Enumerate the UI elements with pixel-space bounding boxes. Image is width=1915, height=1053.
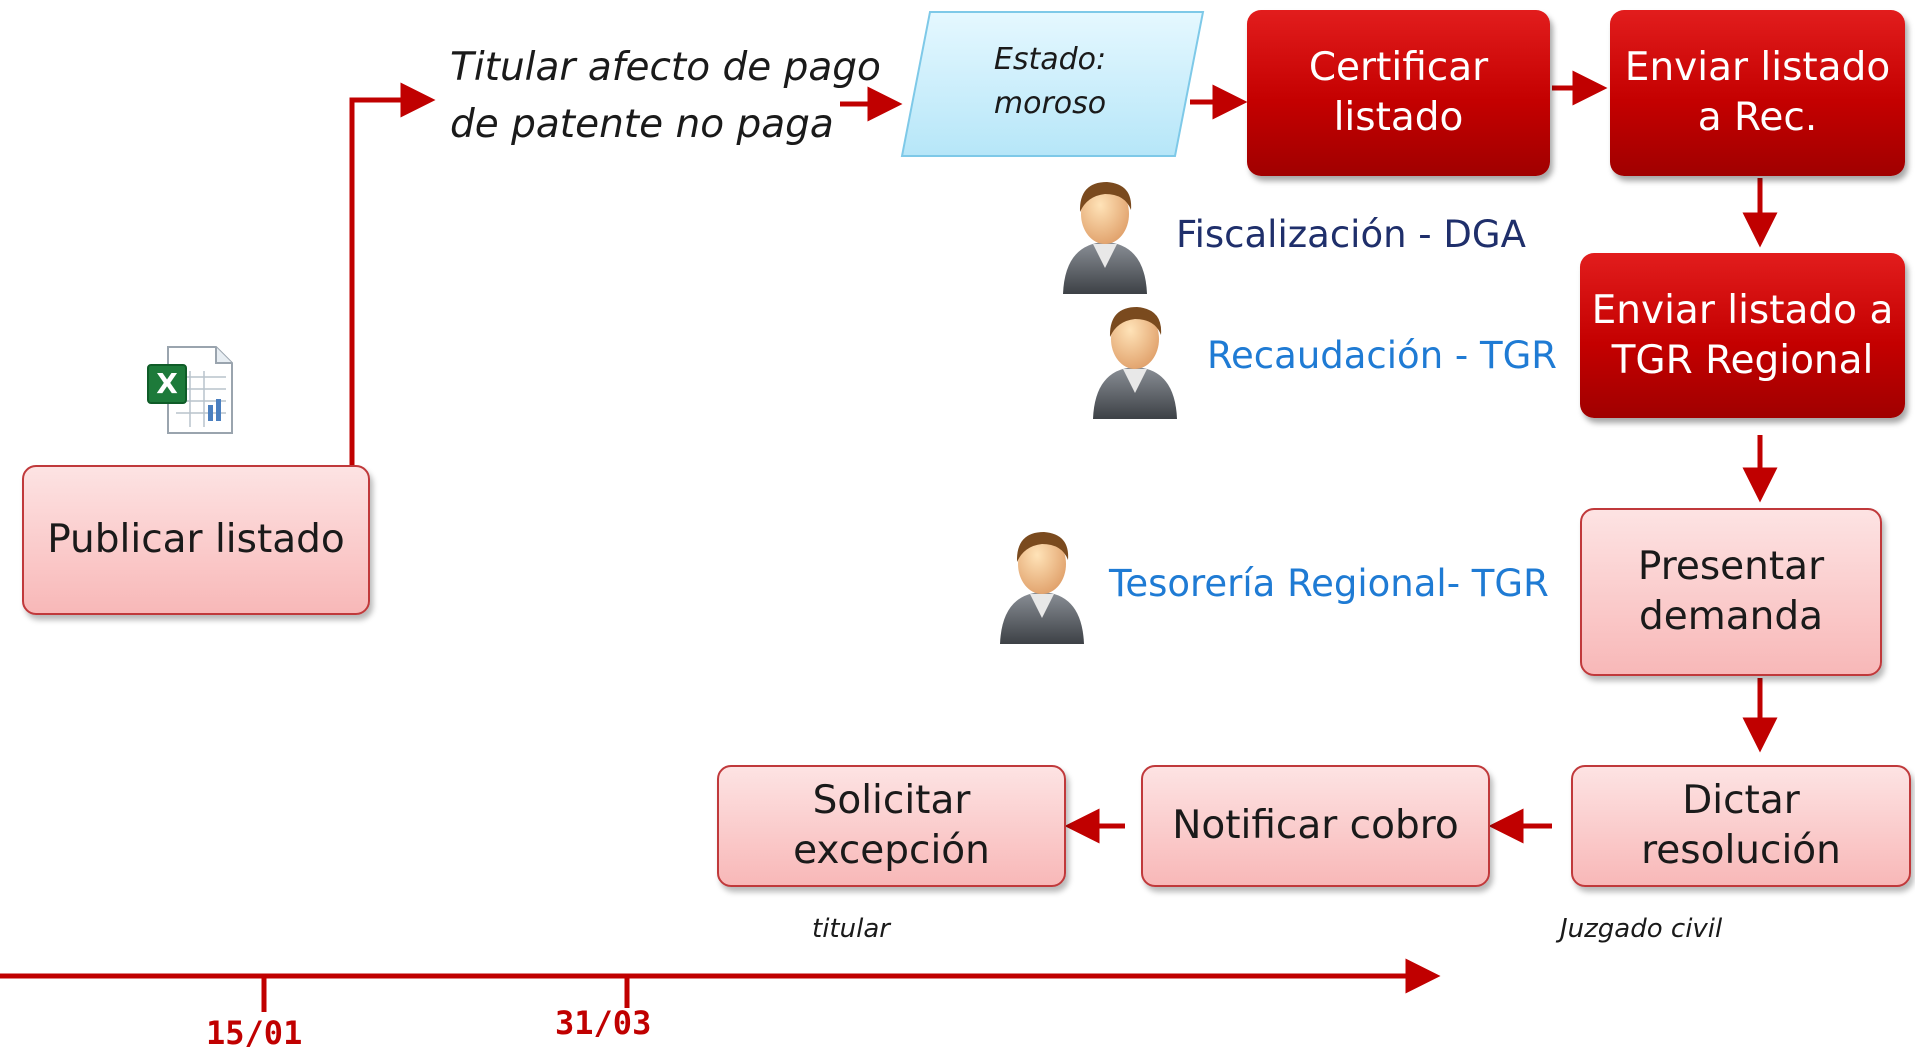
timeline-date-2: 31/03 (555, 1004, 652, 1042)
role-fiscalizacion: Fiscalización - DGA (1176, 213, 1526, 256)
state-shape (900, 11, 1205, 157)
step-enviar-rec-label: Enviar listado a Rec. (1624, 45, 1891, 140)
step-presentar-demanda[interactable]: Presentar demanda (1580, 508, 1882, 676)
excel-icon: X (147, 346, 233, 434)
step-enviar-listado-tgr[interactable]: Enviar listado a TGR Regional (1580, 253, 1905, 418)
role-recaudacion: Recaudación - TGR (1207, 334, 1558, 377)
step-solicitar-excepcion[interactable]: Solicitar excepción (717, 765, 1066, 887)
step-enviar-listado-rec[interactable]: Enviar listado a Rec. (1610, 10, 1905, 176)
arrow-publicar-to-condition (349, 82, 436, 465)
step-certificar-listado[interactable]: Certificar listado (1247, 10, 1550, 176)
role-tesoreria: Tesorería Regional- TGR (1109, 562, 1549, 605)
actor-titular: titular (812, 914, 890, 944)
step-publicar-listado[interactable]: Publicar listado (22, 465, 370, 615)
step-notificar-cobro[interactable]: Notificar cobro (1141, 765, 1490, 887)
step-notificar-label: Notificar cobro (1172, 803, 1459, 849)
actor-juzgado: Juzgado civil (1560, 914, 1723, 944)
svg-text:X: X (156, 367, 178, 400)
step-dictar-resolucion[interactable]: Dictar resolución (1571, 765, 1911, 887)
step-demanda-label: Presentar demanda (1637, 544, 1825, 639)
step-solicitar-label: Solicitar excepción (793, 778, 990, 873)
person-icon (1000, 532, 1084, 644)
step-enviar-tgr-label: Enviar listado a TGR Regional (1591, 287, 1894, 383)
step-certificar-label: Certificar listado (1308, 45, 1489, 140)
state-label: Estado: moroso (993, 42, 1107, 121)
timeline-date-1: 15/01 (206, 1014, 303, 1052)
step-dictar-label: Dictar resolución (1641, 778, 1841, 873)
person-icon (1093, 307, 1177, 419)
condition-label: Titular afecto de pago de patente no pag… (450, 45, 881, 147)
step-publicar-label: Publicar listado (47, 517, 345, 563)
person-icon (1063, 182, 1147, 294)
